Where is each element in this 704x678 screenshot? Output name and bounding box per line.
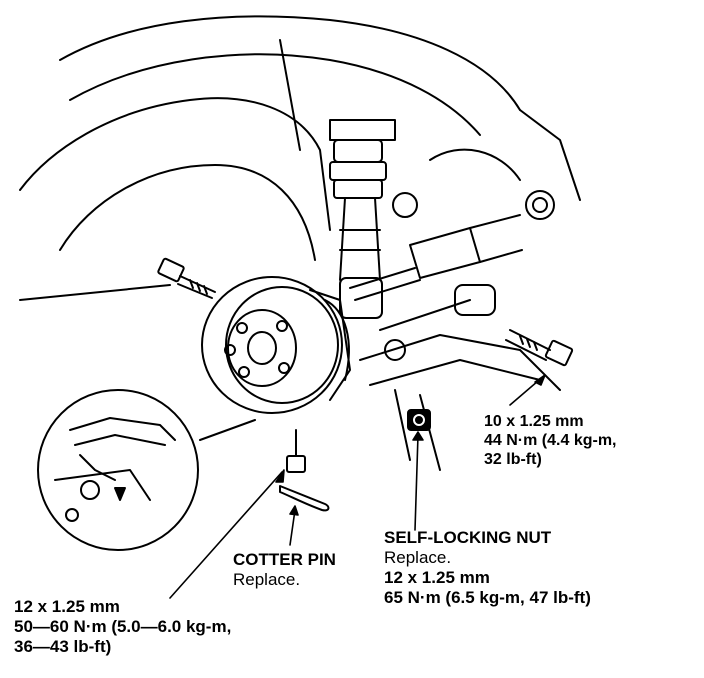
leader-lines xyxy=(169,374,546,599)
self-locking-nut-size: 12 x 1.25 mm xyxy=(384,568,490,588)
bolt-torque-lbft: 32 lb-ft) xyxy=(484,450,542,468)
castle-nut-torque-lbft: 36—43 lb-ft) xyxy=(14,637,112,657)
cotter-pin-label: COTTER PIN Replace. xyxy=(233,550,336,590)
detail-inset xyxy=(37,389,256,551)
self-locking-nut-part xyxy=(407,409,431,431)
upper-bolt xyxy=(157,257,216,299)
self-locking-nut-torque: 65 N·m (6.5 kg-m, 47 lb-ft) xyxy=(384,588,591,608)
drive-shaft xyxy=(349,148,555,316)
hub-and-rotor xyxy=(201,276,351,414)
fender-outline xyxy=(19,15,581,301)
lower-control-arm xyxy=(359,299,561,471)
cotter-pin-part xyxy=(279,485,330,512)
bolt-torque: 44 N·m (4.4 kg-m, xyxy=(484,431,617,449)
bolt-size: 10 x 1.25 mm xyxy=(484,413,584,430)
cotter-pin-title: COTTER PIN xyxy=(233,550,336,569)
cotter-pin-note: Replace. xyxy=(233,570,301,590)
castle-nut-part xyxy=(286,429,306,473)
self-locking-nut-label: SELF-LOCKING NUT Replace. 12 x 1.25 mm 6… xyxy=(384,528,591,608)
castle-nut-torque: 50—60 N·m (5.0—6.0 kg-m, xyxy=(14,617,232,637)
self-locking-nut-title: SELF-LOCKING NUT xyxy=(384,528,552,547)
castle-nut-label: 12 x 1.25 mm 50—60 N·m (5.0—6.0 kg-m, 36… xyxy=(14,597,231,657)
self-locking-nut-note: Replace. xyxy=(384,548,452,568)
bolt-spec-label: 10 x 1.25 mm 44 N·m (4.4 kg-m, 32 lb-ft) xyxy=(484,413,616,470)
strut-assembly xyxy=(329,119,396,319)
castle-nut-size: 12 x 1.25 mm xyxy=(14,597,120,616)
lower-bolt xyxy=(505,329,574,367)
